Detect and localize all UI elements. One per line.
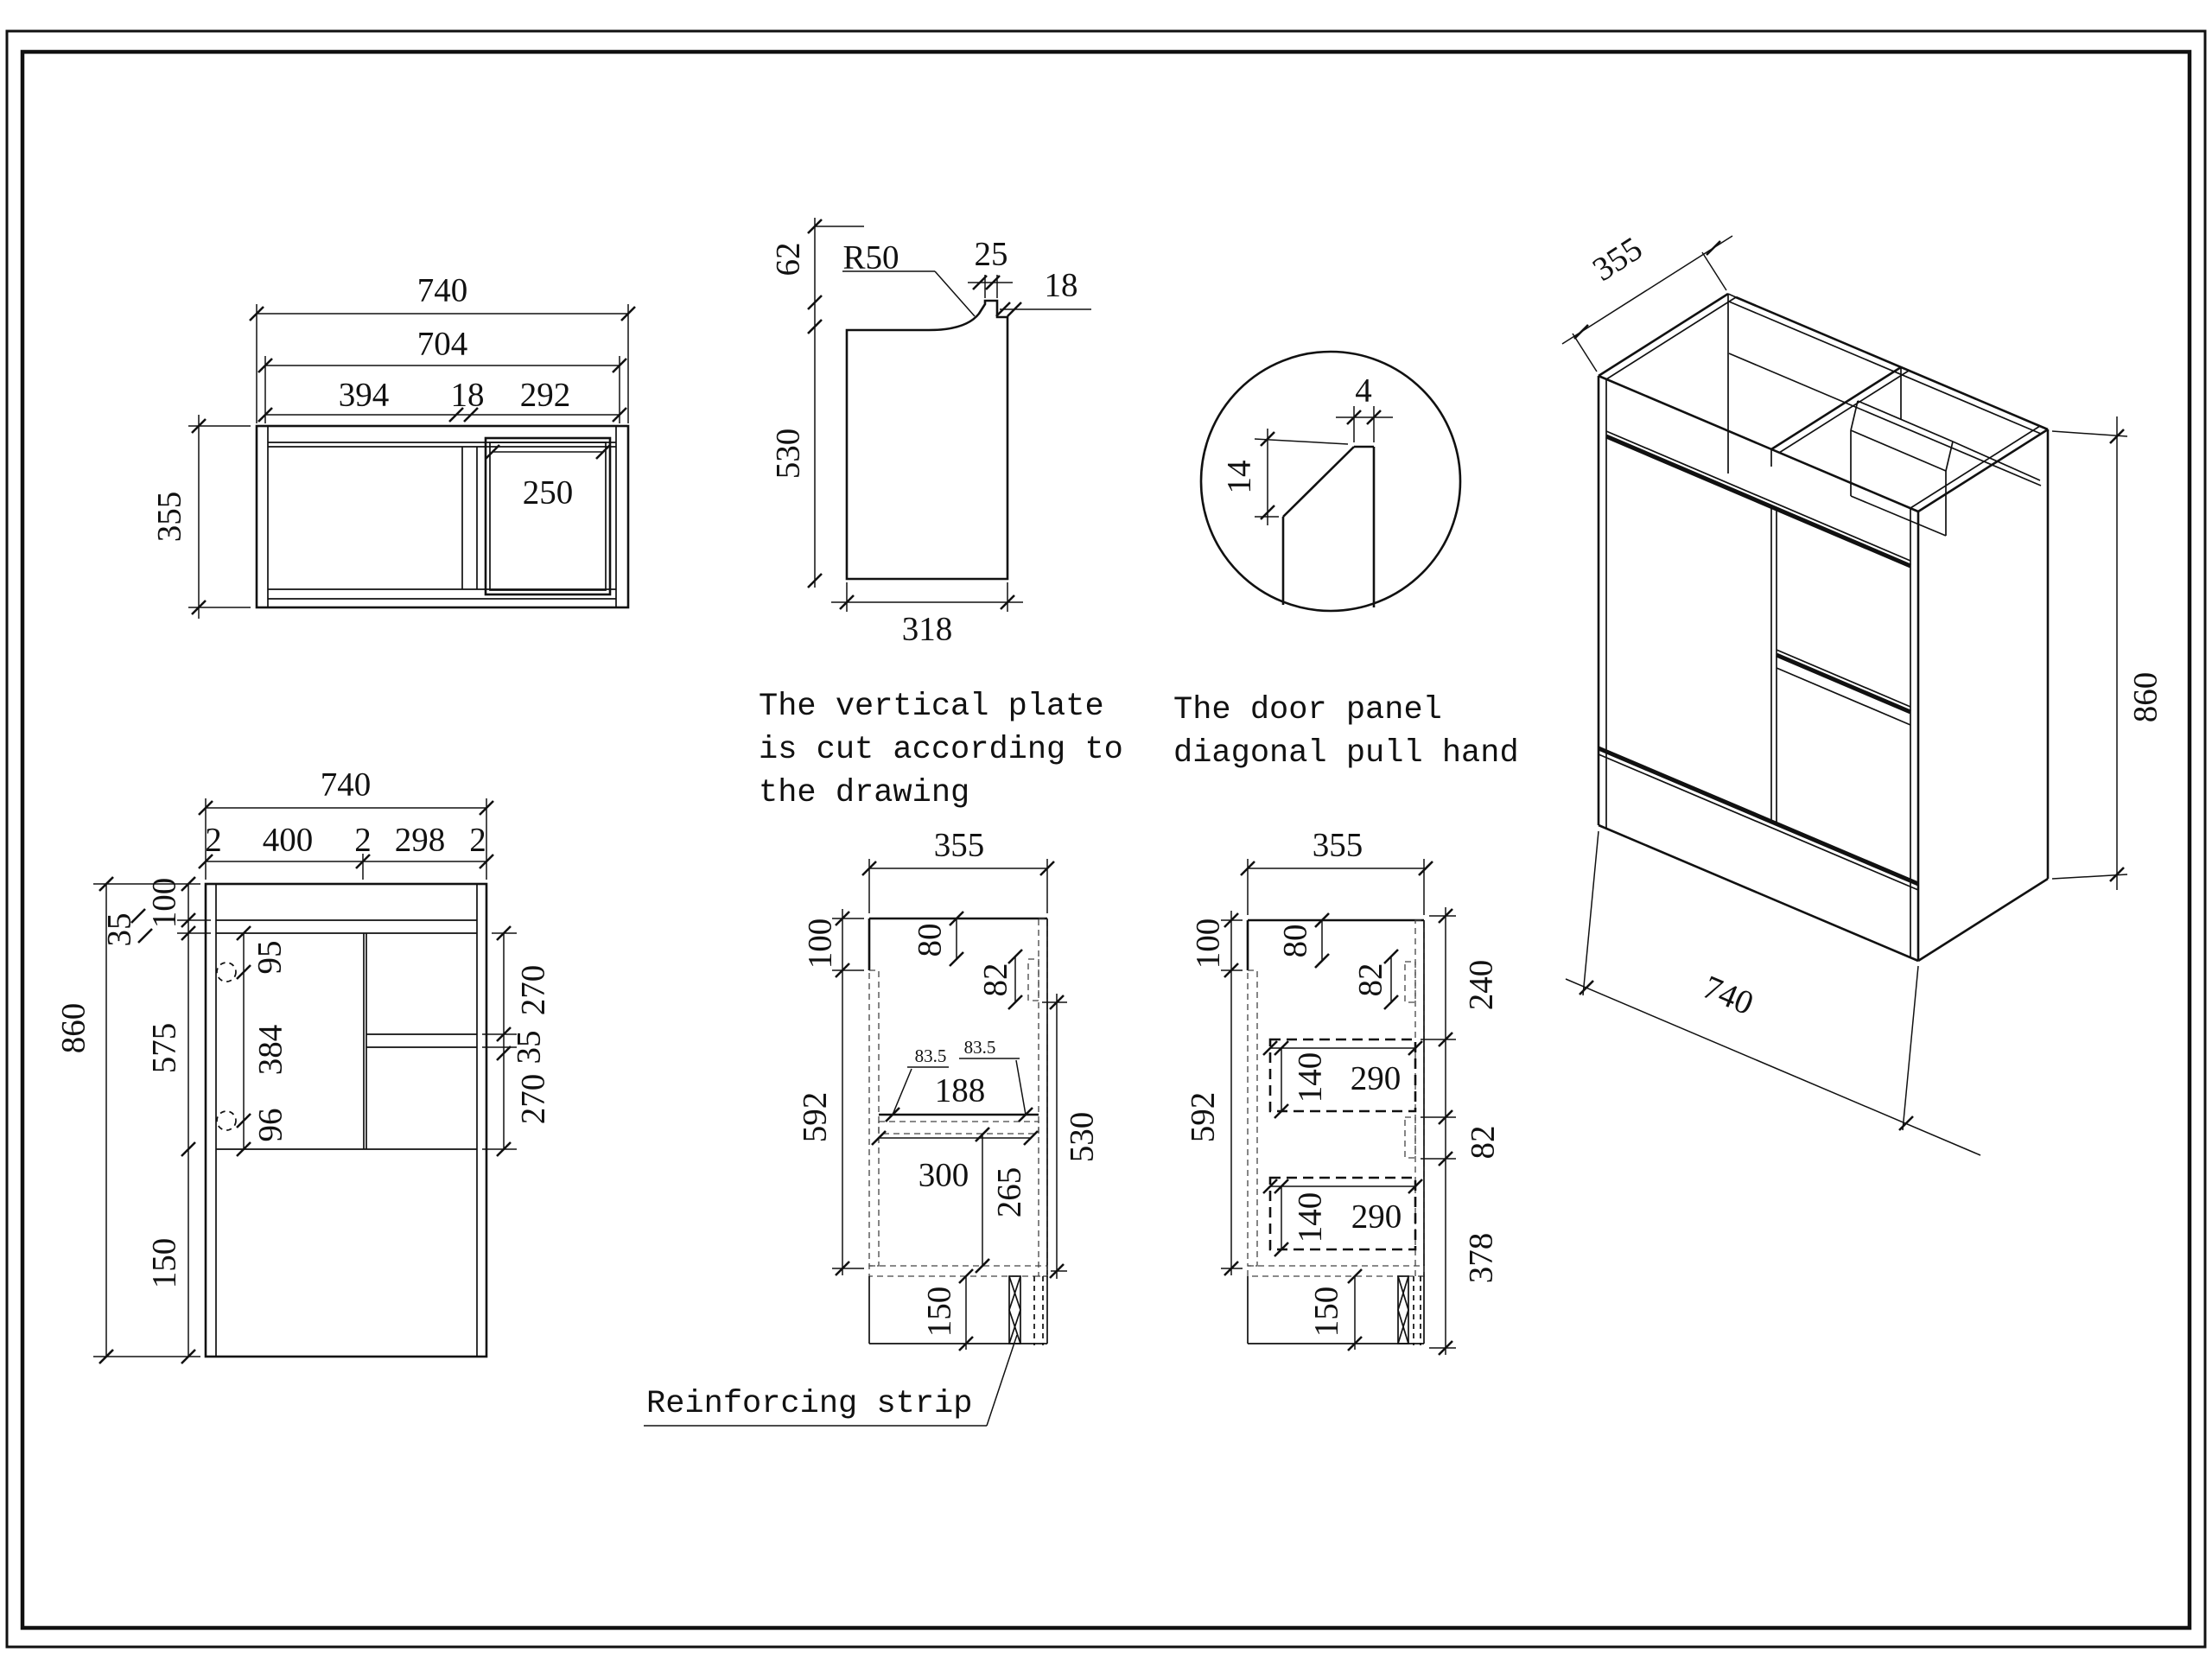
dim-iso-height: 860 [2127, 672, 2164, 723]
plate-note-line3: the drawing [759, 775, 969, 811]
plate-note-line2: is cut according to [759, 732, 1123, 768]
hatched-rail-top [1404, 961, 1416, 1003]
dim-mid-rail-offset: 80 [912, 924, 949, 957]
hatched-left-wall-2 [1247, 969, 1258, 1267]
hatched-rail-mid [1404, 1116, 1416, 1159]
dim-rs-depth: 355 [1313, 827, 1363, 864]
drawer1-outline [1268, 1038, 1417, 1113]
dim-mid-edge-a: 83.5 [915, 1046, 947, 1066]
dim-front-door-width: 400 [263, 822, 314, 859]
hinge-mark-top [216, 962, 237, 982]
reinforcing-strip-label: Reinforcing strip [646, 1386, 972, 1422]
dim-plate-body-width: 318 [902, 611, 953, 648]
dim-rs-drawer2-height: 140 [1292, 1192, 1329, 1243]
dim-plate-body-height: 530 [770, 429, 807, 480]
dim-front-reveal: 35 [101, 913, 138, 947]
dim-front-gap-c: 2 [469, 822, 486, 859]
dim-rs-top-band: 100 [1190, 918, 1227, 969]
hinge-mark-bottom [216, 1110, 237, 1131]
dim-rs-drawer2-depth: 290 [1351, 1198, 1402, 1236]
dim-mid-wall: 530 [1064, 1112, 1101, 1163]
dim-plate-radius: R50 [842, 239, 899, 276]
dim-front-gap-a: 2 [205, 822, 222, 859]
dim-front-kick: 150 [146, 1238, 183, 1289]
hatched-right-wall-2 [1414, 919, 1425, 1277]
top-view: 250 740 704 394 18 292 355 [151, 272, 636, 619]
dim-iso-width: 740 [1698, 969, 1759, 1022]
plate-note-line1: The vertical plate [759, 689, 1104, 725]
isometric-view: 355 860 740 [1561, 230, 2164, 1156]
right-section-view: 290 140 290 140 80 82 100 592 [1185, 827, 1502, 1356]
hatched-bottom-2 [1247, 1265, 1425, 1277]
dim-front-door-height: 575 [146, 1023, 183, 1074]
drawer2-outline [1268, 1176, 1417, 1251]
dim-rs-drawer1-height: 140 [1292, 1052, 1329, 1103]
dim-top-sink-box: 250 [523, 474, 574, 512]
dim-top-overall-width: 740 [417, 272, 468, 309]
dim-handle-gap: 4 [1355, 372, 1372, 410]
dim-rs-rail-a: 82 [1352, 963, 1389, 997]
hatched-bottom [868, 1265, 1048, 1277]
dim-front-overall-height: 860 [55, 1003, 92, 1054]
dim-mid-top-band: 100 [802, 918, 839, 969]
hatched-shelf [878, 1121, 1039, 1135]
plate-profile-view: R50 25 18 62 530 318 The vertical plate … [759, 218, 1123, 811]
dim-iso-depth: 355 [1586, 230, 1649, 289]
mid-section-view: 83.5 83.5 188 300 265 80 82 100 592 530 [644, 827, 1101, 1427]
dim-handle-height: 14 [1221, 461, 1258, 494]
dim-mid-cavity: 592 [797, 1092, 834, 1143]
dim-front-hinge-span: 384 [252, 1025, 289, 1076]
dim-front-top-band: 100 [146, 878, 183, 929]
dim-mid-shelf: 300 [918, 1157, 969, 1194]
dim-front-drawer-gap: 35 [511, 1031, 548, 1065]
dim-mid-rail: 82 [977, 963, 1014, 997]
dim-mid-edge-b: 83.5 [964, 1037, 996, 1058]
dim-rs-rail-b: 82 [1465, 1126, 1502, 1160]
dim-rs-rail-offset: 80 [1277, 925, 1314, 958]
dim-plate-tab-width: 25 [975, 236, 1008, 273]
hatched-rail [1027, 958, 1039, 1001]
dim-mid-kick: 150 [921, 1287, 958, 1338]
dim-top-divider: 18 [451, 377, 485, 414]
dim-plate-top-height: 62 [770, 243, 807, 276]
handle-detail-view: 4 14 The door panel diagonal pull hand [1173, 350, 1519, 772]
sheet-border [5, 29, 2207, 1649]
dim-front-drawer-b: 270 [515, 1074, 552, 1125]
reinforcing-strip-mark [1008, 1275, 1021, 1344]
dim-front-hinge-bottom: 96 [252, 1109, 289, 1142]
dim-top-depth: 355 [151, 492, 188, 543]
dim-rs-kick: 150 [1308, 1287, 1345, 1338]
dim-rs-cavity: 592 [1185, 1092, 1222, 1143]
dim-top-inner-width: 704 [417, 326, 468, 363]
dim-top-right-seg: 292 [520, 377, 571, 414]
dim-mid-depth: 355 [934, 827, 985, 864]
handle-note-line2: diagonal pull hand [1173, 735, 1519, 772]
hatched-right-wall [1038, 918, 1048, 1277]
dim-rs-drawer1-depth: 290 [1351, 1060, 1402, 1097]
dim-mid-under-shelf: 265 [991, 1167, 1028, 1218]
dim-front-hinge-top: 95 [251, 941, 289, 975]
dim-front-drawer-a: 270 [515, 965, 552, 1016]
hatched-left-wall [868, 969, 880, 1267]
dim-rs-top-space: 240 [1463, 960, 1500, 1011]
reinforcing-strip-mark-2 [1397, 1275, 1409, 1344]
dim-top-left-seg: 394 [339, 377, 390, 414]
dim-front-drawer-width: 298 [395, 822, 446, 859]
front-view: 95 384 96 740 2 400 2 298 2 860 100 [55, 766, 552, 1364]
dim-mid-cutout: 188 [935, 1072, 986, 1109]
dim-front-overall-width: 740 [321, 766, 372, 804]
dim-rs-bottom-space: 378 [1463, 1233, 1500, 1284]
handle-note-line1: The door panel [1173, 692, 1442, 728]
dim-front-gap-b: 2 [354, 822, 372, 859]
dim-plate-tab-side: 18 [1045, 267, 1078, 304]
